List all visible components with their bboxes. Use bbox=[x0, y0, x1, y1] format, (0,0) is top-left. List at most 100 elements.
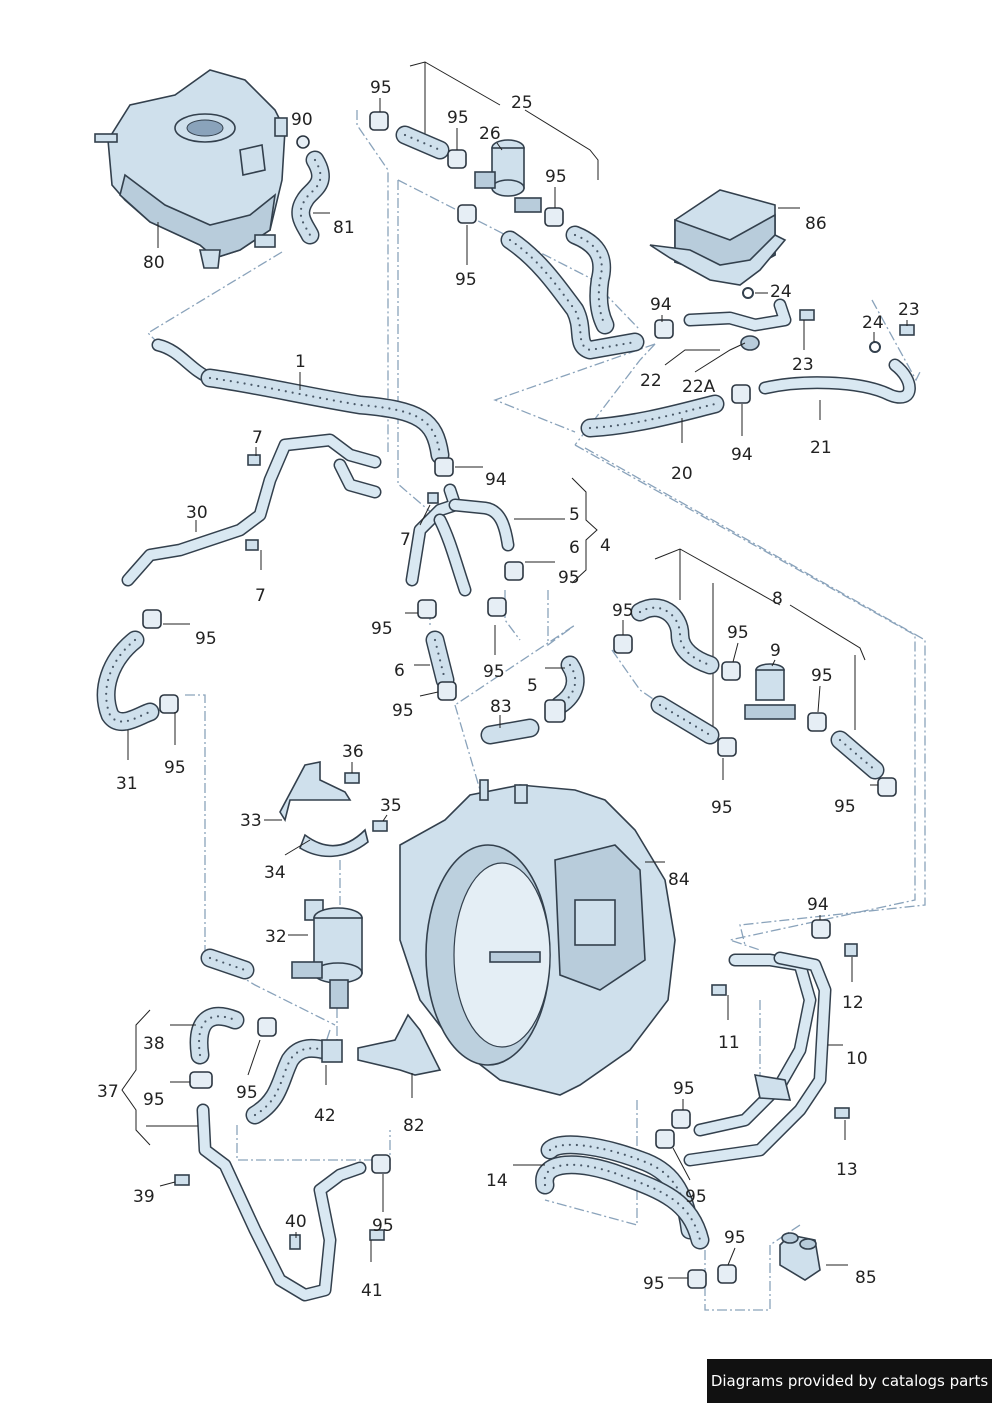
routing-lines bbox=[146, 110, 926, 1311]
label-95: 95 bbox=[727, 623, 749, 643]
cooler-86 bbox=[649, 189, 787, 286]
label-80: 80 bbox=[143, 253, 165, 273]
label-4: 4 bbox=[600, 536, 611, 556]
label-95: 95 bbox=[685, 1187, 707, 1207]
brackets-33-34 bbox=[279, 761, 388, 858]
label-36: 36 bbox=[342, 742, 364, 762]
pipes-4-5-6 bbox=[405, 457, 524, 597]
hoses-8-group bbox=[613, 598, 897, 797]
label-8: 8 bbox=[772, 589, 783, 609]
label-6: 6 bbox=[394, 661, 405, 681]
label-95: 95 bbox=[371, 619, 393, 639]
label-7: 7 bbox=[400, 530, 411, 550]
attribution-banner: Diagrams provided by catalogs parts bbox=[707, 1359, 992, 1403]
label-7: 7 bbox=[252, 428, 263, 448]
label-95: 95 bbox=[834, 797, 856, 817]
label-12: 12 bbox=[842, 993, 864, 1013]
label-33: 33 bbox=[240, 811, 262, 831]
label-30: 30 bbox=[186, 503, 208, 523]
label-41: 41 bbox=[361, 1281, 383, 1301]
label-31: 31 bbox=[116, 774, 138, 794]
label-95: 95 bbox=[558, 568, 580, 588]
label-90: 90 bbox=[291, 110, 313, 130]
pipe-21-hose-20 bbox=[580, 358, 916, 438]
label-95: 95 bbox=[545, 167, 567, 187]
label-1: 1 bbox=[295, 352, 306, 372]
label-95: 95 bbox=[392, 701, 414, 721]
pipe-40-41 bbox=[174, 1103, 391, 1302]
label-34: 34 bbox=[264, 863, 286, 883]
label-35: 35 bbox=[380, 796, 402, 816]
pump-32 bbox=[291, 899, 363, 1009]
label-24: 24 bbox=[770, 282, 792, 302]
label-95: 95 bbox=[195, 629, 217, 649]
label-83: 83 bbox=[490, 697, 512, 717]
hoses-38-42-82 bbox=[189, 1006, 442, 1125]
label-26: 26 bbox=[479, 124, 501, 144]
pipes-10 bbox=[683, 919, 858, 1167]
label-94: 94 bbox=[807, 895, 829, 915]
label-86: 86 bbox=[805, 214, 827, 234]
label-95: 95 bbox=[236, 1083, 258, 1103]
label-38: 38 bbox=[143, 1034, 165, 1054]
label-23: 23 bbox=[898, 300, 920, 320]
label-94: 94 bbox=[485, 470, 507, 490]
label-82: 82 bbox=[403, 1116, 425, 1136]
label-23: 23 bbox=[792, 355, 814, 375]
connector-85 bbox=[779, 1232, 821, 1281]
label-95: 95 bbox=[447, 108, 469, 128]
label-94: 94 bbox=[650, 295, 672, 315]
label-22: 22 bbox=[640, 371, 662, 391]
label-13: 13 bbox=[836, 1160, 858, 1180]
label-95: 95 bbox=[164, 758, 186, 778]
label-39: 39 bbox=[133, 1187, 155, 1207]
label-95: 95 bbox=[711, 798, 733, 818]
label-24: 24 bbox=[862, 313, 884, 333]
label-14: 14 bbox=[486, 1171, 508, 1191]
label-32: 32 bbox=[265, 927, 287, 947]
label-11: 11 bbox=[718, 1033, 740, 1053]
label-40: 40 bbox=[285, 1212, 307, 1232]
label-95: 95 bbox=[724, 1228, 746, 1248]
hose-81 bbox=[291, 135, 330, 245]
label-5: 5 bbox=[569, 505, 580, 525]
hose-1 bbox=[151, 338, 450, 465]
hose-31 bbox=[96, 609, 179, 731]
label-95: 95 bbox=[483, 662, 505, 682]
label-37: 37 bbox=[97, 1082, 119, 1102]
hoses-6-5-83 bbox=[417, 597, 585, 745]
label-10: 10 bbox=[846, 1049, 868, 1069]
label-95: 95 bbox=[643, 1274, 665, 1294]
label-84: 84 bbox=[668, 870, 690, 890]
label-21: 21 bbox=[810, 438, 832, 458]
label-95: 95 bbox=[370, 78, 392, 98]
label-42: 42 bbox=[314, 1106, 336, 1126]
label-81: 81 bbox=[333, 218, 355, 238]
hoses-25-group bbox=[369, 111, 645, 360]
expansion-tank bbox=[94, 69, 288, 269]
label-7: 7 bbox=[255, 586, 266, 606]
housing-84 bbox=[399, 779, 676, 1096]
label-85: 85 bbox=[855, 1268, 877, 1288]
valve-26 bbox=[474, 139, 542, 213]
label-95: 95 bbox=[612, 601, 634, 621]
label-95: 95 bbox=[811, 666, 833, 686]
pipes-22-24 bbox=[654, 287, 915, 353]
hose-short bbox=[200, 948, 255, 980]
label-95: 95 bbox=[372, 1216, 394, 1236]
label-22A: 22A bbox=[682, 377, 716, 397]
label-94: 94 bbox=[731, 445, 753, 465]
label-5: 5 bbox=[527, 676, 538, 696]
hoses-14 bbox=[535, 1109, 737, 1289]
label-95: 95 bbox=[673, 1079, 695, 1099]
label-6: 6 bbox=[569, 538, 580, 558]
pipe-30 bbox=[121, 433, 382, 587]
label-25: 25 bbox=[511, 93, 533, 113]
label-20: 20 bbox=[671, 464, 693, 484]
label-95: 95 bbox=[143, 1090, 165, 1110]
part-labels: 80 90 81 95 25 95 26 95 95 86 94 24 24 2… bbox=[97, 78, 920, 1301]
label-9: 9 bbox=[770, 641, 781, 661]
group-brackets bbox=[121, 61, 866, 1146]
label-95: 95 bbox=[455, 270, 477, 290]
